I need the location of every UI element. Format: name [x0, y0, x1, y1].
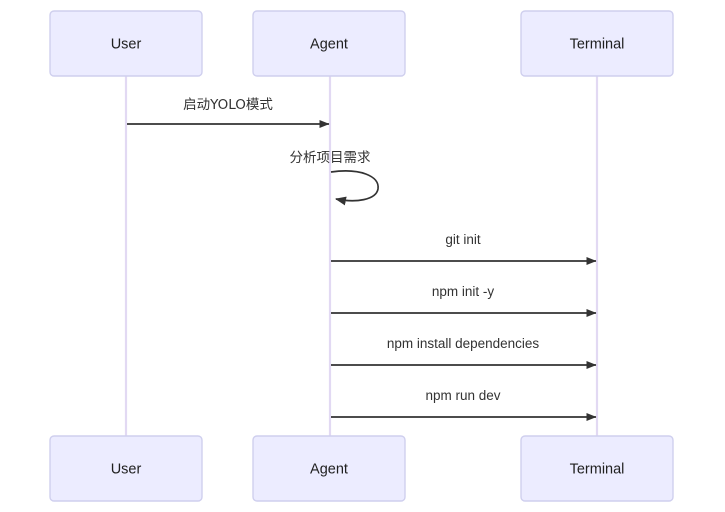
actor-terminal-top-label: Terminal — [570, 36, 625, 52]
actor-agent-bottom-label: Agent — [310, 461, 348, 477]
actor-terminal-top-box[interactable] — [520, 10, 674, 77]
message-git-init[interactable]: git init — [331, 232, 597, 265]
message-analyze-requirements-self-loop[interactable] — [330, 170, 379, 206]
message-npm-init-label: npm init -y — [432, 284, 495, 299]
actor-agent-top-label: Agent — [310, 36, 348, 52]
message-git-init-label: git init — [445, 232, 481, 247]
message-analyze-requirements-label: 分析项目需求 — [290, 150, 371, 166]
actor-header-group: User Agent Terminal — [49, 10, 674, 77]
actor-terminal-bottom-label: Terminal — [570, 461, 625, 477]
actor-user-bottom-label: User — [111, 461, 142, 477]
actor-agent-bottom[interactable]: Agent — [252, 435, 406, 502]
actor-terminal-bottom-box[interactable] — [520, 435, 674, 502]
actor-agent-top[interactable]: Agent — [252, 10, 406, 77]
actor-footer-group: User Agent Terminal — [49, 435, 674, 502]
message-npm-init[interactable]: npm init -y — [331, 284, 597, 317]
message-npm-run-dev-label: npm run dev — [425, 388, 500, 403]
message-npm-install[interactable]: npm install dependencies — [331, 336, 597, 369]
message-analyze-requirements[interactable]: 分析项目需求 — [290, 150, 379, 206]
message-npm-install-label: npm install dependencies — [387, 336, 540, 351]
actor-agent-bottom-box[interactable] — [252, 435, 406, 502]
actor-user-bottom[interactable]: User — [49, 435, 203, 502]
actor-user-top-box[interactable] — [49, 10, 203, 77]
actor-user-top[interactable]: User — [49, 10, 203, 77]
actor-terminal-top[interactable]: Terminal — [520, 10, 674, 77]
actor-user-bottom-box[interactable] — [49, 435, 203, 502]
message-start-yolo[interactable]: 启动YOLO模式 — [127, 97, 330, 128]
message-start-yolo-label: 启动YOLO模式 — [183, 97, 273, 113]
actor-terminal-bottom[interactable]: Terminal — [520, 435, 674, 502]
lifelines-group — [124, 76, 599, 437]
message-npm-run-dev[interactable]: npm run dev — [331, 388, 597, 421]
actor-agent-top-box[interactable] — [252, 10, 406, 77]
actor-user-top-label: User — [111, 36, 142, 52]
